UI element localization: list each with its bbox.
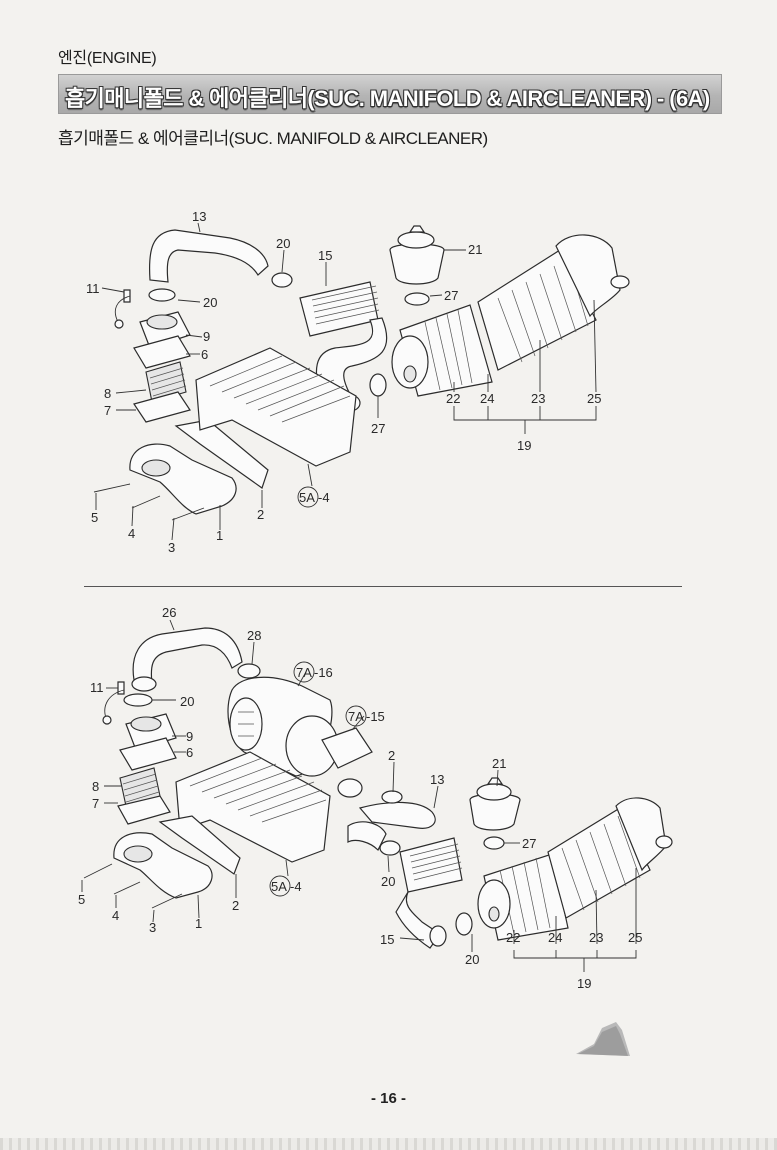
cylinder-head-5a: [195, 347, 357, 467]
scan-mark-icon: [576, 1022, 630, 1056]
callout-20: 20: [381, 874, 395, 889]
page-number: - 16 -: [370, 1090, 406, 1107]
callout-15: 15: [380, 932, 394, 947]
callout-6: 6: [186, 745, 193, 760]
callout-13: 13: [430, 772, 444, 787]
callout-7a-16-suffix: -16: [314, 665, 333, 680]
clamp-20-left: [148, 288, 176, 302]
diagram-top: 13 20 15 21 11 20 27 9 6 8 7 22 24 23 25…: [0, 180, 777, 580]
cover-25: [555, 234, 621, 318]
callout-3: 3: [149, 920, 156, 935]
callout-25: 25: [628, 930, 642, 945]
callout-6: 6: [201, 347, 208, 362]
callout-21: 21: [468, 242, 482, 257]
callout-2: 2: [257, 507, 264, 522]
diagram-subtitle: 흡기매폴드 & 에어클리너(SUC. MANIFOLD & AIRCLEANER…: [58, 129, 488, 148]
diagram-bottom: 26 28 7A -16 11 20 7A -15 9 6 2 21 13 8 …: [0, 595, 777, 1015]
callout-4: 4: [128, 526, 135, 541]
callout-20: 20: [465, 952, 479, 967]
clamp-20-top: [271, 272, 293, 288]
callout-28: 28: [247, 628, 261, 643]
callout-3: 3: [168, 540, 175, 555]
hose-26: [132, 627, 243, 685]
callout-23: 23: [531, 391, 545, 406]
callout-26: 26: [162, 605, 176, 620]
callout-1: 1: [216, 528, 223, 543]
callout-7: 7: [92, 796, 99, 811]
callout-1: 1: [195, 916, 202, 931]
callout-27: 27: [371, 421, 385, 436]
callout-22: 22: [446, 391, 460, 406]
page-title: 흡기매니폴드 & 에어클리너(SUC. MANIFOLD & AIRCLEANE…: [65, 86, 710, 111]
callout-9: 9: [203, 329, 210, 344]
callout-8: 8: [104, 386, 111, 401]
compressor-7a-15: [321, 727, 373, 769]
callout-5a: 5A: [299, 490, 315, 505]
section-label: 엔진(ENGINE): [58, 50, 157, 67]
callout-5: 5: [78, 892, 85, 907]
callout-7a-15-suffix: -15: [366, 709, 385, 724]
element-23: [477, 249, 597, 371]
callout-11: 11: [90, 680, 104, 695]
gasket-7: [133, 391, 191, 423]
callout-20: 20: [276, 236, 290, 251]
callout-9: 9: [186, 729, 193, 744]
gasket-6: [133, 335, 191, 369]
intake-pipe-15: [299, 281, 379, 337]
callout-25: 25: [587, 391, 601, 406]
callout-8: 8: [92, 779, 99, 794]
title-banner: 흡기매니폴드 & 에어클리너(SUC. MANIFOLD & AIRCLEANE…: [58, 74, 722, 114]
scan-edge: [0, 1138, 777, 1150]
callout-11: 11: [86, 281, 100, 296]
callout-24: 24: [480, 391, 494, 406]
callout-7: 7: [104, 403, 111, 418]
callout-5a: 5A: [271, 879, 287, 894]
callout-2: 2: [388, 748, 395, 763]
dust-cap-21: [389, 243, 445, 285]
callout-19: 19: [577, 976, 591, 991]
callout-21: 21: [492, 756, 506, 771]
callout-27: 27: [522, 836, 536, 851]
callout-7a: 7A: [296, 665, 312, 680]
callout-22: 22: [506, 930, 520, 945]
callout-23: 23: [589, 930, 603, 945]
callout-20: 20: [203, 295, 217, 310]
callout-4: 4: [112, 908, 119, 923]
callout-7a: 7A: [348, 709, 364, 724]
section-divider: [84, 586, 682, 587]
callout-15: 15: [318, 248, 332, 263]
callout-20: 20: [180, 694, 194, 709]
callout-27: 27: [444, 288, 458, 303]
callout-13: 13: [192, 209, 206, 224]
callout-2: 2: [232, 898, 239, 913]
callout-19: 19: [517, 438, 531, 453]
callout-5a-suffix: -4: [290, 879, 302, 894]
callout-24: 24: [548, 930, 562, 945]
callout-5: 5: [91, 510, 98, 525]
callout-5a-suffix: -4: [318, 490, 330, 505]
